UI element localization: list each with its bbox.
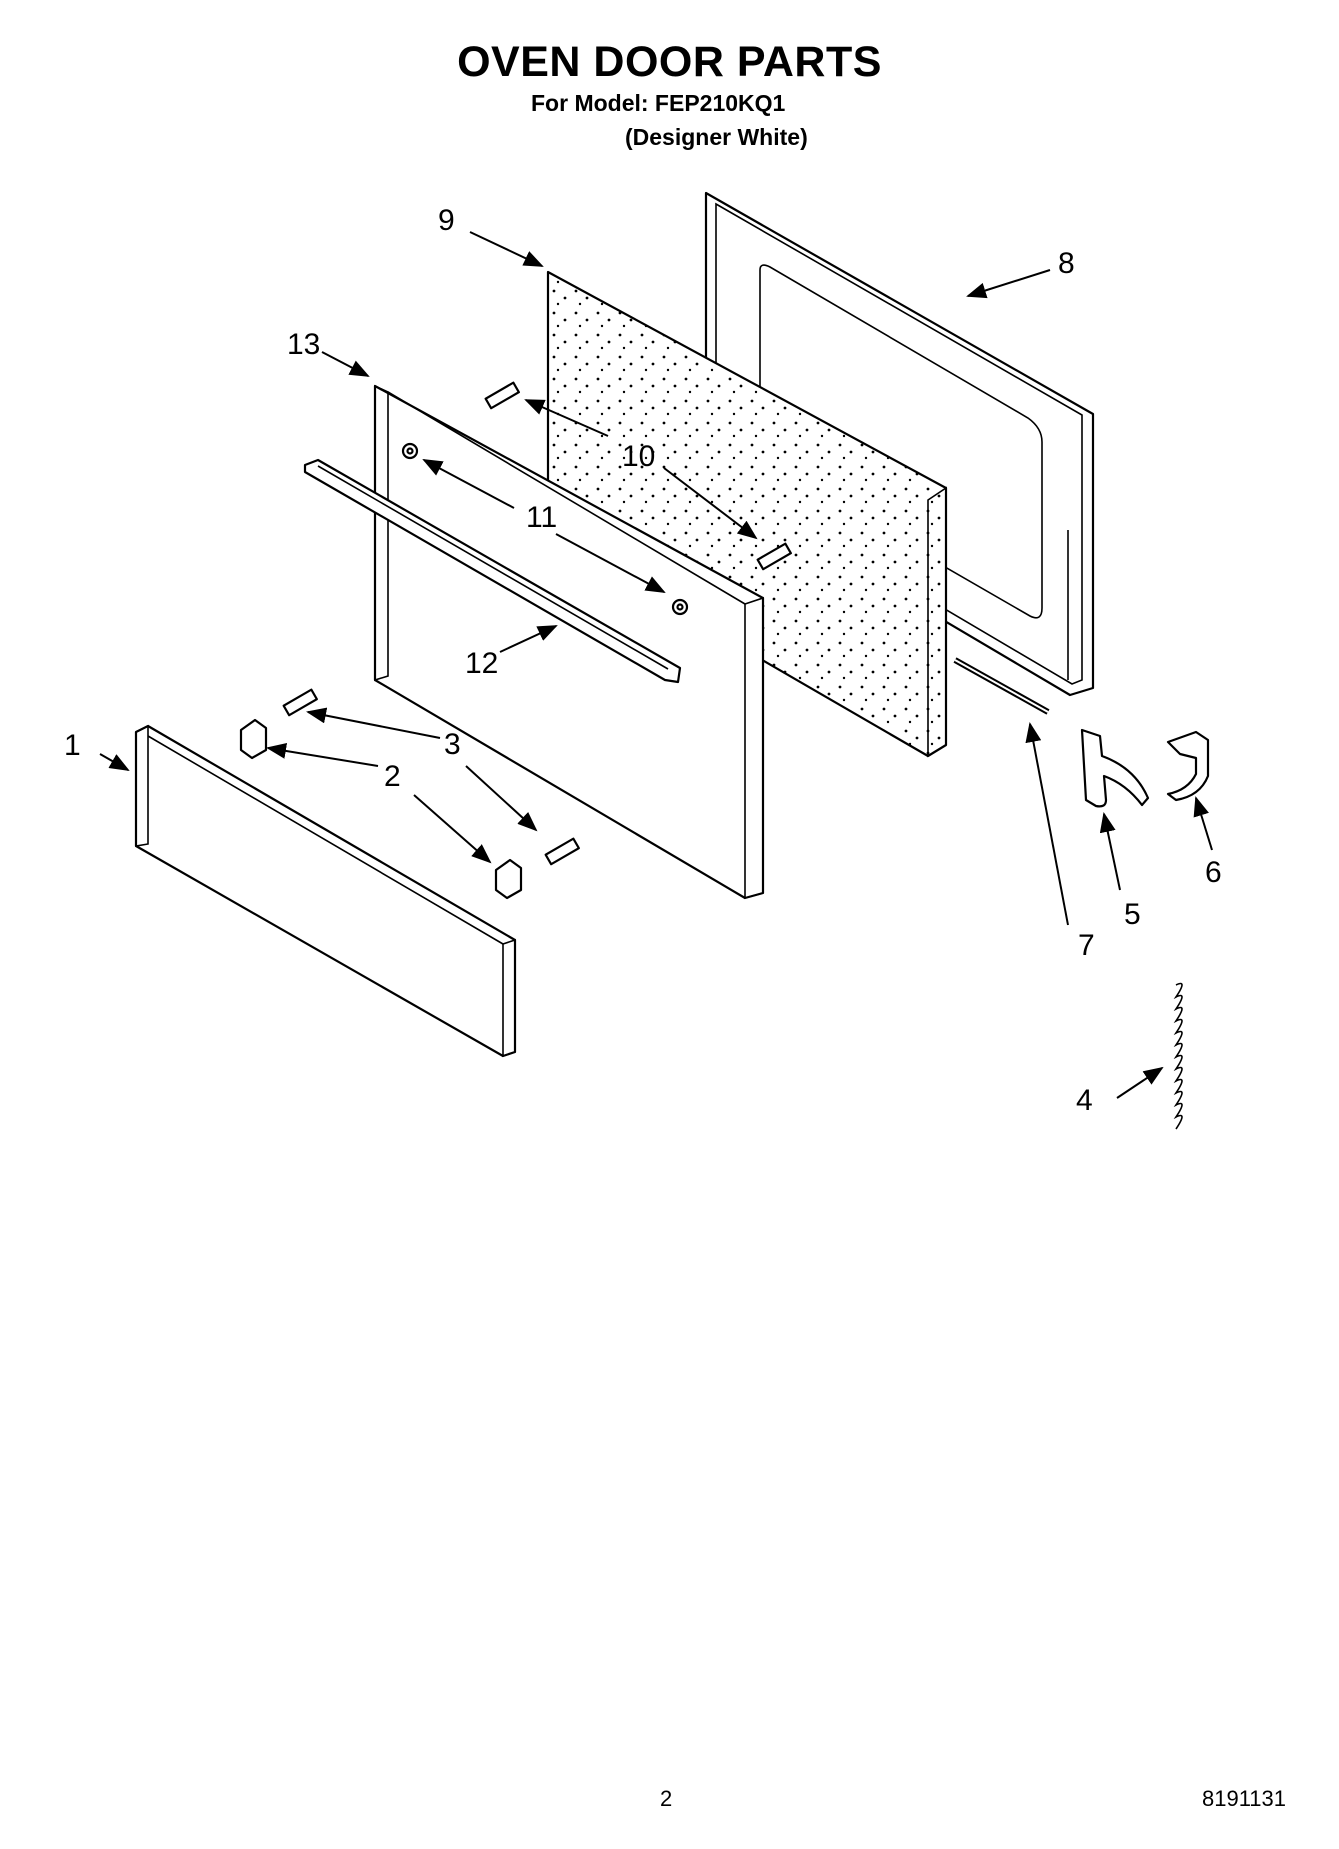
part-6-hinge-receptacle (1166, 730, 1210, 802)
part-1-vent-panel (134, 724, 517, 1058)
document-number: 8191131 (1202, 1786, 1287, 1811)
callout-11: 11 (526, 501, 557, 534)
page-title: OVEN DOOR PARTS (457, 38, 882, 86)
callout-7: 7 (1078, 929, 1095, 962)
callout-10: 10 (622, 440, 655, 473)
leader-lines (99, 231, 1213, 1099)
part-3-screws (282, 688, 580, 866)
part-12-handle-bar (303, 458, 682, 684)
callout-13: 13 (287, 328, 320, 361)
part-13-inner-door (373, 384, 765, 900)
callout-9: 9 (438, 204, 455, 237)
callout-5: 5 (1124, 898, 1141, 931)
part-10-screws (484, 381, 792, 571)
callout-2: 2 (384, 760, 401, 793)
page-number: 2 (660, 1786, 673, 1811)
part-11-washers (401, 442, 689, 616)
model-number: For Model: FEP210KQ1 (531, 90, 786, 116)
part-4-spring (1173, 982, 1183, 1130)
part-2-bracket (239, 718, 523, 900)
model-color: (Designer White) (625, 124, 808, 150)
part-7-rod (953, 657, 1050, 715)
callout-12: 12 (465, 647, 498, 680)
callout-1: 1 (64, 729, 81, 762)
callout-8: 8 (1058, 247, 1075, 280)
callout-3: 3 (444, 728, 461, 761)
part-5-hinge (1080, 728, 1150, 808)
callout-6: 6 (1205, 856, 1222, 889)
callout-4: 4 (1076, 1084, 1093, 1117)
